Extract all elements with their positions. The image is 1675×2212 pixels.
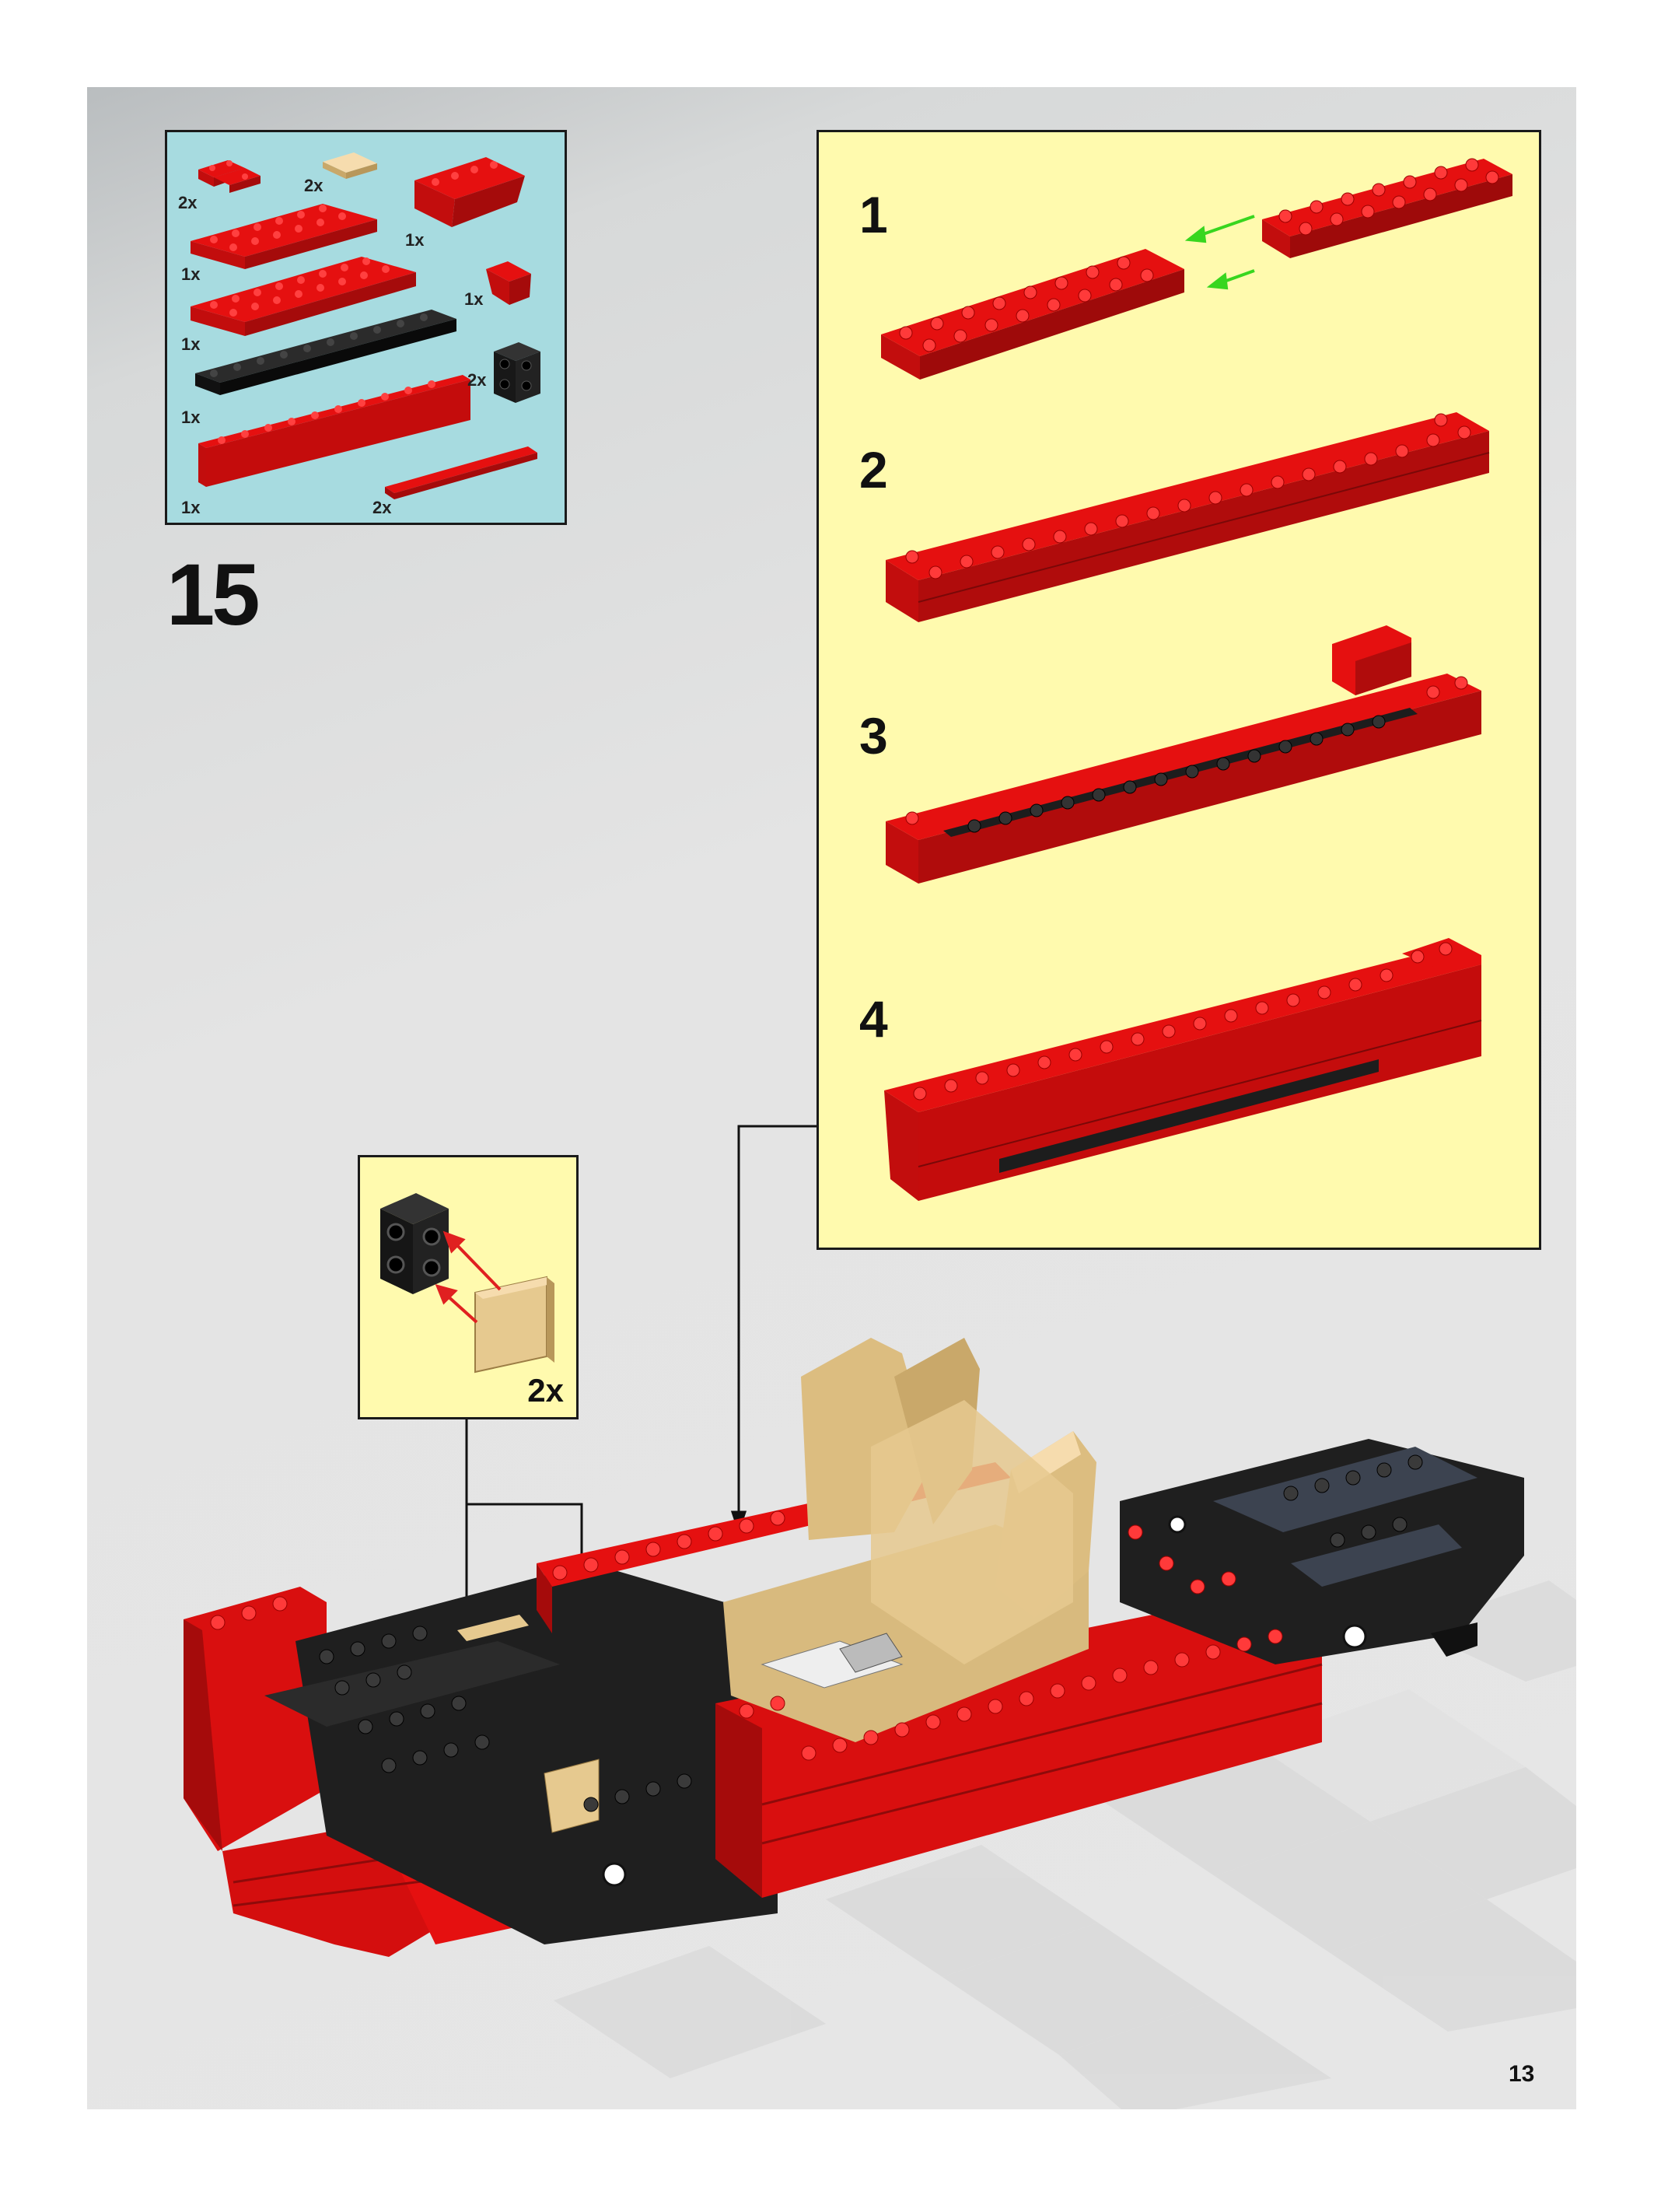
page-number: 13 — [1509, 2061, 1534, 2088]
car-chassis — [184, 1338, 1524, 1957]
